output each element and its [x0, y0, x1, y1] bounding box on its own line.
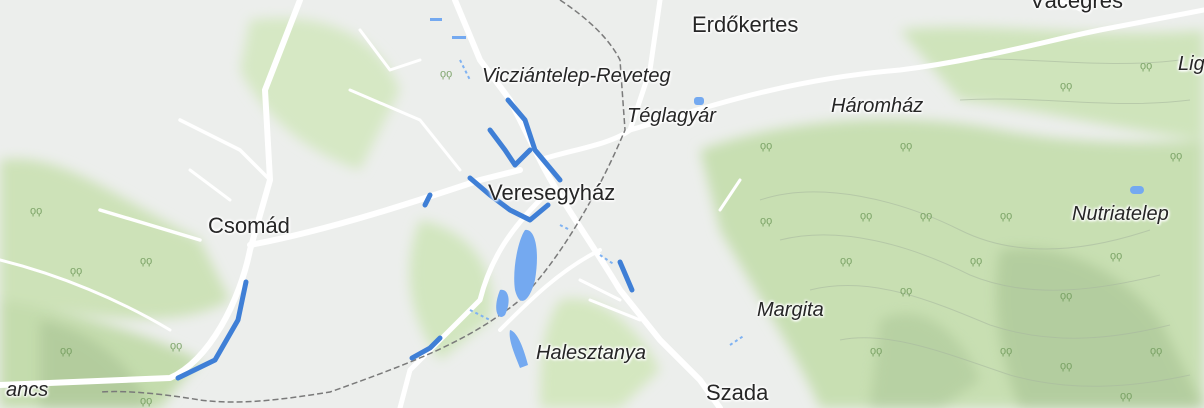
main-road [627, 27, 1103, 133]
tree-icon: ϙϙ [30, 205, 43, 217]
place-label-vicziantelep-reveteg[interactable]: Vicziántelep-Reveteg [482, 65, 671, 87]
place-label-halesztanya[interactable]: Halesztanya [536, 342, 647, 364]
main-road [1097, 7, 1204, 33]
relief-shading [40, 248, 1204, 408]
place-label-haromhaz[interactable]: Háromház [831, 95, 924, 117]
tree-icon: ϙϙ [860, 210, 873, 222]
place-label-vacegres[interactable]: Vácegres [1030, 0, 1123, 13]
secondary-road [588, 298, 642, 322]
water-streams [459, 59, 746, 346]
place-label-csomad[interactable]: Csomád [208, 213, 290, 238]
tree-icon: ϙϙ [1150, 345, 1163, 357]
tree-icon: ϙϙ [1060, 360, 1073, 372]
tree-icon: ϙϙ [140, 395, 153, 407]
secondary-road [498, 248, 602, 332]
place-label-fancs[interactable]: ancs [6, 379, 49, 401]
tree-icon: ϙϙ [1000, 210, 1013, 222]
place-label-lig[interactable]: Lig [1178, 53, 1204, 75]
tree-icon: ϙϙ [140, 255, 153, 267]
tree-icon: ϙϙ [900, 140, 913, 152]
tree-icon: ϙϙ [1170, 150, 1183, 162]
railway [99, 0, 626, 403]
tree-icon: ϙϙ [60, 345, 73, 357]
place-label-erdokertes[interactable]: Erdőkertes [692, 12, 799, 37]
water-features [430, 18, 1144, 368]
secondary-road [718, 178, 742, 212]
tree-icon: ϙϙ [900, 285, 913, 297]
place-label-nutriatelep[interactable]: Nutriatelep [1072, 203, 1169, 225]
secondary-road [188, 168, 232, 202]
place-label-teglagyar[interactable]: Téglagyár [627, 105, 716, 127]
secondary-road [358, 28, 422, 72]
secondary-road [178, 118, 272, 182]
place-label-szada[interactable]: Szada [706, 380, 769, 405]
secondary-road [397, 197, 543, 408]
secondary-road [0, 258, 172, 332]
main-road [247, 167, 523, 248]
tree-icon: ϙϙ [1110, 250, 1123, 262]
tree-icon: ϙϙ [170, 340, 183, 352]
tree-icon: ϙϙ [1120, 390, 1133, 402]
secondary-road [98, 208, 202, 242]
tree-icon: ϙϙ [970, 255, 983, 267]
place-label-veresegyhaz[interactable]: Veresegyház [488, 180, 616, 205]
tree-icon: ϙϙ [760, 215, 773, 227]
tree-icon: ϙϙ [1060, 290, 1073, 302]
tree-icon: ϙϙ [1000, 345, 1013, 357]
tree-icon: ϙϙ [920, 210, 933, 222]
secondary-road [1058, 0, 1082, 12]
tree-icon: ϙϙ [1140, 60, 1153, 72]
place-label-margita[interactable]: Margita [757, 299, 824, 321]
tree-icon: ϙϙ [840, 255, 853, 267]
tree-icon: ϙϙ [1060, 80, 1073, 92]
tree-icon: ϙϙ [440, 68, 453, 80]
tree-icon: ϙϙ [760, 140, 773, 152]
tree-icon: ϙϙ [870, 345, 883, 357]
main-road [0, 0, 303, 388]
secondary-road [578, 278, 622, 302]
secondary-road [348, 88, 462, 172]
highlighted-route [175, 97, 635, 381]
tree-icon: ϙϙ [70, 265, 83, 277]
